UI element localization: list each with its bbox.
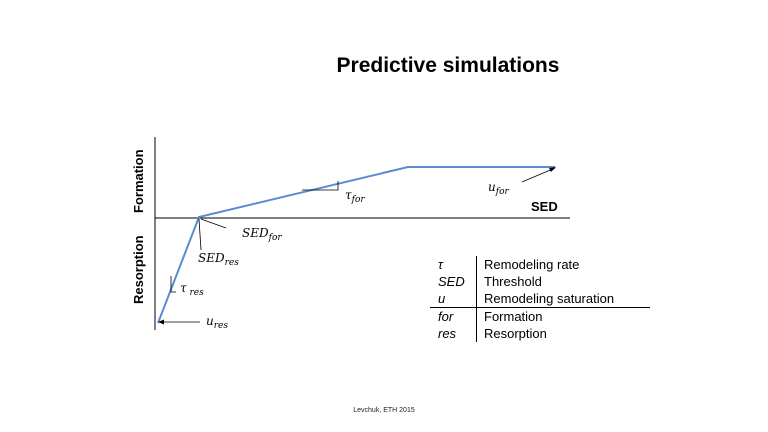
legend-symbol: for [438,309,454,324]
u-res-label: ures [206,314,228,331]
tau-for-slope-marker [302,181,339,191]
sed-axis-label: SED [531,199,558,214]
sed-res-label: SEDres [198,251,239,268]
slide-title: Predictive simulations [336,54,560,77]
legend-symbol: u [438,291,446,306]
legend-table: τ Remodeling rate SED Threshold u Remode… [430,256,650,342]
legend-divider [430,307,650,308]
legend-row: res Resorption [430,325,650,342]
u-for-arrow [521,167,556,183]
legend-row: for Formation [430,308,650,325]
legend-row: u Remodeling saturation [430,290,650,307]
u-for-arrowhead [549,167,556,172]
legend-description: Threshold [476,273,542,290]
sed-res-pointer [198,218,202,251]
legend-symbol: SED [438,274,465,289]
u-for-label: ufor [488,180,509,197]
legend-row: SED Threshold [430,273,650,290]
formation-axis-label: Formation [131,149,146,213]
legend-symbol: res [438,326,457,341]
legend-description: Remodeling rate [476,256,579,273]
sed-for-label: SEDfor [242,226,282,243]
footer-credit: Levchuk, ETH 2015 [353,407,415,414]
remodeling-curve [157,166,555,324]
tau-res-label: τ res [180,281,204,298]
u-res-arrowhead [158,319,164,325]
legend-description: Remodeling saturation [476,290,614,307]
tau-res-slope-marker [170,276,176,293]
resorption-axis-label: Resorption [131,235,146,304]
tau-for-label: τfor [345,188,365,205]
legend-description: Resorption [476,325,547,342]
legend-description: Formation [476,308,543,325]
legend-symbol: τ [438,257,443,272]
legend-row: τ Remodeling rate [430,256,650,273]
sed-for-pointer [200,218,227,229]
